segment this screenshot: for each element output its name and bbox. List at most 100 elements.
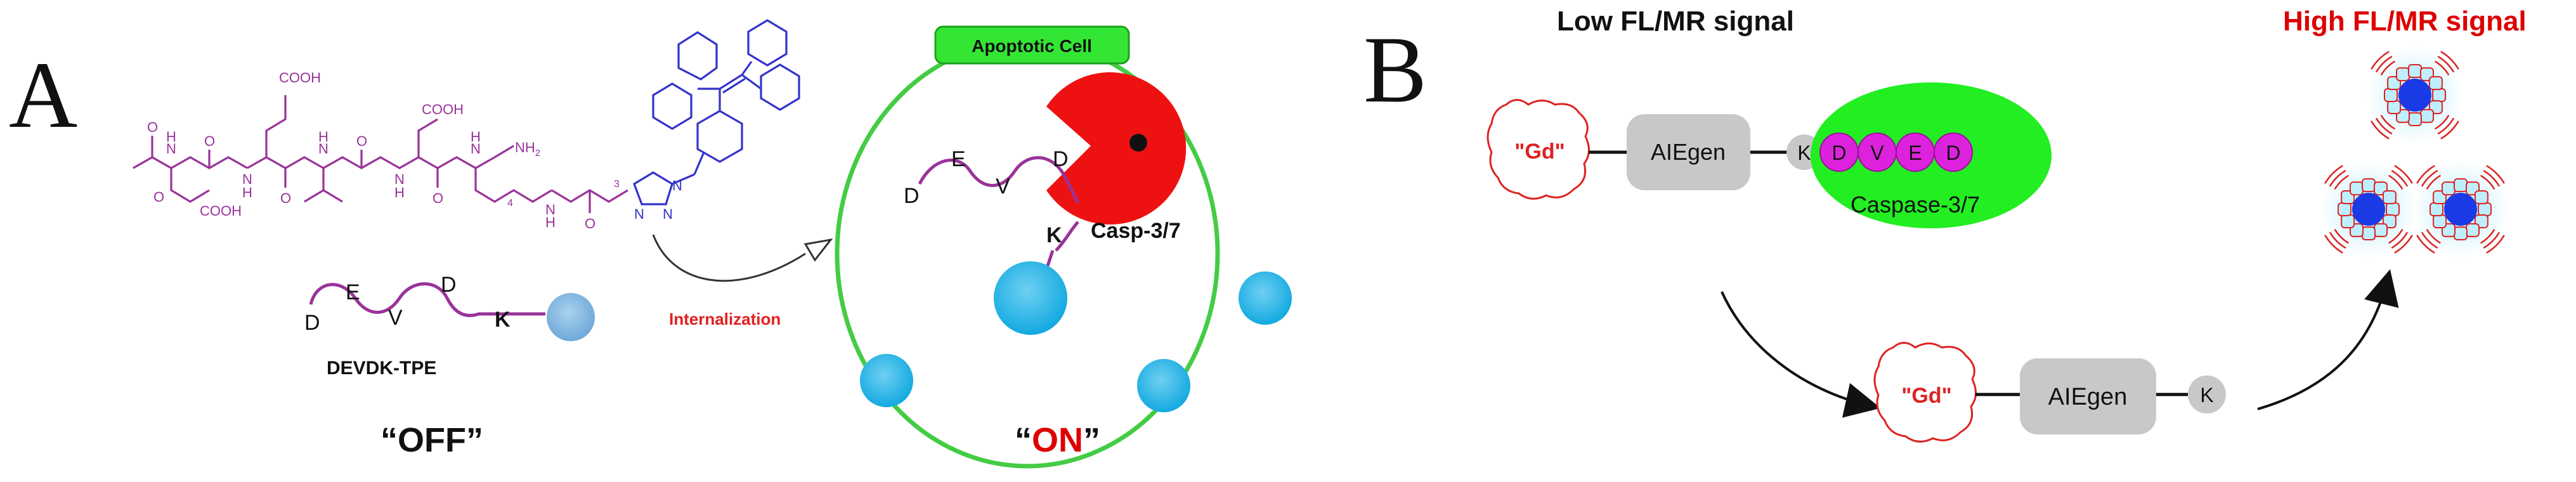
gd-shape-2 bbox=[1873, 342, 1977, 443]
signal-arc bbox=[2324, 165, 2343, 184]
signal-arc bbox=[2375, 55, 2393, 73]
probe-name: DEVDK-TPE bbox=[327, 358, 436, 379]
signal-arc bbox=[2483, 231, 2501, 249]
h-label-2: H bbox=[242, 185, 252, 200]
signal-arc bbox=[2391, 231, 2409, 249]
cleaved-k: K bbox=[1046, 223, 1062, 247]
n-label-6: N bbox=[545, 202, 556, 218]
gd-shape-1 bbox=[1486, 99, 1590, 200]
cleavage-arrow bbox=[1721, 291, 1881, 418]
shell-unit bbox=[2442, 181, 2456, 196]
aie-aggregate-4 bbox=[1137, 359, 1190, 412]
caspase-ellipse-label: Caspase-3/7 bbox=[1851, 192, 1980, 218]
signal-arc bbox=[2483, 169, 2501, 187]
shell-unit bbox=[2466, 223, 2480, 237]
triazole-n-3: N bbox=[634, 206, 644, 222]
signal-arc bbox=[2437, 55, 2455, 73]
shell-unit bbox=[2341, 214, 2355, 228]
gd-label-2: "Gd" bbox=[1901, 384, 1951, 408]
n-label-4: N bbox=[394, 171, 405, 187]
probe-d: D bbox=[304, 311, 320, 335]
dved-circle-4 bbox=[1934, 133, 1973, 172]
signal-arc bbox=[2440, 51, 2459, 70]
nano-core bbox=[2444, 193, 2477, 226]
signal-arc bbox=[2480, 228, 2495, 244]
shell-unit bbox=[2428, 76, 2443, 90]
probe-cartoon: D E V D K bbox=[304, 273, 595, 341]
cleaved-peptide: D E V D K bbox=[904, 147, 1080, 289]
probe-e: E bbox=[346, 280, 360, 304]
dved-d1: D bbox=[1831, 141, 1846, 164]
aie-aggregate-2 bbox=[1239, 271, 1292, 325]
probe-k: K bbox=[495, 308, 511, 332]
signal-arc bbox=[2371, 120, 2390, 140]
signal-arc bbox=[2329, 231, 2346, 249]
h-label-3: H bbox=[318, 129, 329, 145]
cooh-mid: COOH bbox=[422, 101, 464, 117]
caspase-label: Casp-3/7 bbox=[1091, 219, 1181, 243]
cleaved-e: E bbox=[951, 147, 966, 171]
high-signal-label: High FL/MR signal bbox=[2283, 6, 2527, 37]
caspase-eye bbox=[1129, 134, 1147, 152]
shell-unit bbox=[2432, 88, 2446, 102]
aiegen-box-1 bbox=[1627, 114, 1750, 190]
n-label-1: N bbox=[166, 141, 176, 157]
h-label-4: H bbox=[394, 185, 405, 200]
signal-arc bbox=[2334, 228, 2350, 244]
chem-labels: COOH COOH COOH NH2 N H N H N H N H N H N… bbox=[147, 70, 620, 231]
cell-label-box bbox=[934, 25, 1130, 65]
shell-unit bbox=[2362, 226, 2376, 240]
dved-v: V bbox=[1870, 141, 1884, 164]
dved-chain: D V E D bbox=[1819, 133, 1973, 172]
n-label-3: N bbox=[318, 141, 329, 157]
gd-label-1: "Gd" bbox=[1514, 140, 1564, 164]
o-label-2: O bbox=[204, 133, 215, 149]
signal-arc bbox=[2391, 169, 2409, 187]
signal-arc bbox=[2486, 165, 2505, 184]
signal-arc bbox=[2421, 169, 2438, 187]
h-label-6: H bbox=[545, 214, 556, 230]
triazole-n-1: N bbox=[672, 178, 682, 193]
aie-aggregate-3 bbox=[860, 354, 913, 407]
signal-arc bbox=[2380, 114, 2396, 130]
aie-aggregate-1 bbox=[994, 261, 1067, 335]
triazole-labels: N N N bbox=[634, 178, 682, 222]
nano-core bbox=[2352, 193, 2385, 226]
peptide-structure bbox=[133, 95, 628, 213]
shell-unit bbox=[2408, 64, 2422, 78]
ch2-subscript-2: 3 bbox=[614, 179, 620, 190]
o-label-6: O bbox=[585, 216, 595, 231]
aiegen-label-2: AIEgen bbox=[2048, 384, 2128, 410]
h-label-1: H bbox=[166, 129, 176, 145]
nanoparticle-1 bbox=[2365, 46, 2464, 145]
signal-arc bbox=[2375, 117, 2393, 135]
nano-core bbox=[2398, 79, 2431, 112]
shell-unit bbox=[2396, 67, 2410, 82]
shell-unit bbox=[2386, 202, 2400, 216]
signal-arc bbox=[2434, 60, 2450, 76]
signal-arc bbox=[2426, 228, 2442, 244]
o-label-3: O bbox=[280, 190, 291, 206]
signal-arc bbox=[2388, 228, 2404, 244]
signal-arc bbox=[2380, 60, 2396, 76]
shell-unit bbox=[2454, 178, 2468, 192]
panel-a-letter: A bbox=[9, 42, 77, 148]
shell-unit bbox=[2430, 202, 2443, 216]
o-label-1: O bbox=[147, 119, 158, 135]
tpe-dot bbox=[547, 293, 595, 341]
cooh-top: COOH bbox=[279, 70, 321, 86]
on-label: “ON” bbox=[1015, 421, 1100, 459]
cooh-bottom: COOH bbox=[200, 203, 242, 219]
shell-unit bbox=[2420, 108, 2434, 123]
dved-d2: D bbox=[1946, 141, 1960, 164]
signal-arc bbox=[2426, 174, 2442, 190]
o-label-7: O bbox=[153, 189, 164, 205]
o-label-4: O bbox=[356, 133, 367, 149]
signal-arc bbox=[2437, 117, 2455, 135]
shell-unit bbox=[2478, 202, 2492, 216]
o-label-5: O bbox=[433, 190, 443, 206]
aiegen-box-2 bbox=[2020, 358, 2156, 434]
k-circle-2 bbox=[2188, 375, 2226, 414]
shell-unit bbox=[2408, 112, 2422, 126]
